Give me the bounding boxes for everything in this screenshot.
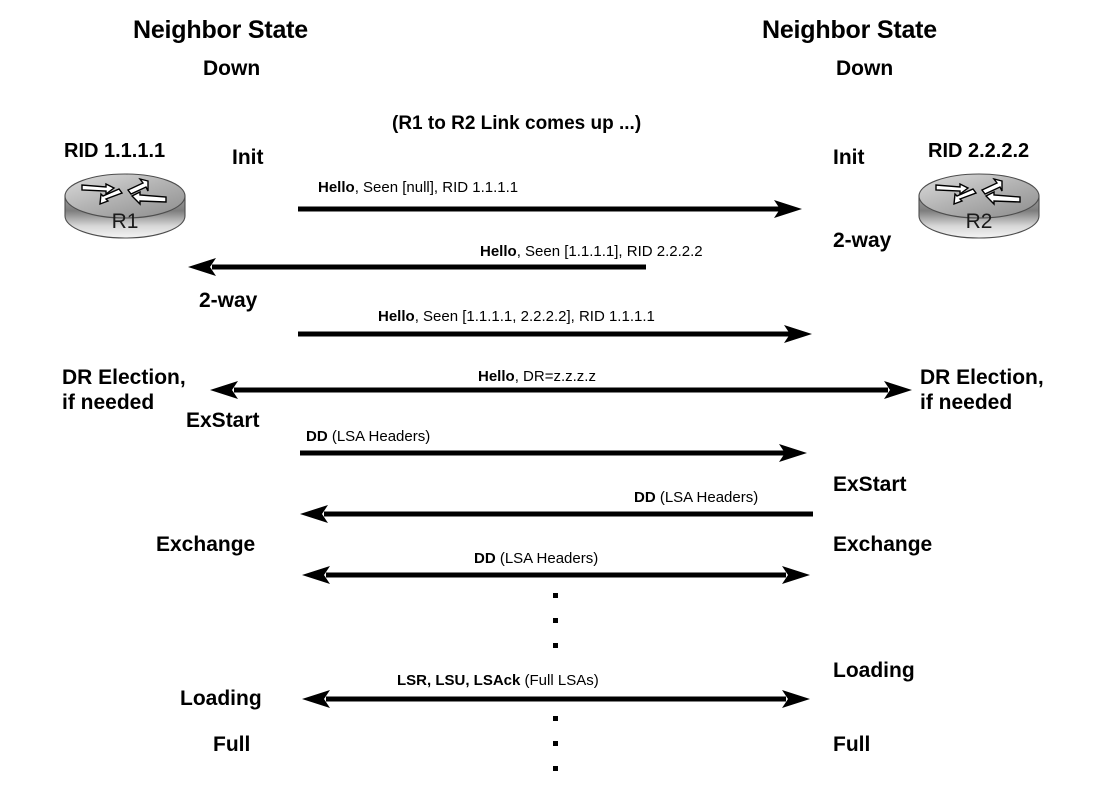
message-proto-lsr-lsu-lsack: LSR, LSU, LSAck bbox=[397, 672, 521, 689]
right-state-dr-election-line2: if needed bbox=[920, 391, 1013, 414]
link-up-note: (R1 to R2 Link comes up ...) bbox=[392, 113, 642, 134]
router-icon: R2 bbox=[916, 168, 1042, 244]
message-proto-hello-3: Hello bbox=[378, 308, 415, 325]
left-state-2way: 2-way bbox=[199, 289, 258, 312]
right-state-exstart: ExStart bbox=[833, 473, 907, 496]
arrow-hello-1 bbox=[298, 200, 804, 218]
left-column-title: Neighbor State bbox=[133, 16, 308, 44]
message-label-hello-2: Hello, Seen [1.1.1.1], RID 2.2.2.2 bbox=[480, 243, 703, 260]
message-detail-dd-3: (LSA Headers) bbox=[495, 550, 599, 567]
message-proto-hello-1: Hello bbox=[318, 179, 355, 196]
left-state-down: Down bbox=[203, 57, 261, 80]
message-proto-hello-2: Hello bbox=[480, 243, 517, 260]
message-label-lsr-lsu-lsack: LSR, LSU, LSAck (Full LSAs) bbox=[397, 672, 599, 689]
left-state-full: Full bbox=[213, 733, 251, 756]
message-detail-dd-1: (LSA Headers) bbox=[327, 428, 431, 445]
message-label-hello-dr: Hello, DR=z.z.z.z bbox=[478, 368, 596, 385]
right-state-2way: 2-way bbox=[833, 229, 892, 252]
arrow-hello-3 bbox=[298, 325, 814, 343]
message-detail-hello-3: , Seen [1.1.1.1, 2.2.2.2], RID 1.1.1.1 bbox=[414, 308, 655, 325]
message-label-dd-3: DD (LSA Headers) bbox=[474, 550, 598, 567]
left-state-exstart: ExStart bbox=[186, 409, 260, 432]
arrow-dd-1 bbox=[300, 444, 809, 462]
router-icon: R1 bbox=[62, 168, 188, 244]
left-state-loading: Loading bbox=[180, 687, 262, 710]
left-state-dr-election-line1: DR Election, bbox=[62, 366, 186, 389]
arrow-dd-3 bbox=[302, 566, 810, 584]
message-proto-dd-3: DD bbox=[474, 550, 496, 567]
message-detail-hello-2: , Seen [1.1.1.1], RID 2.2.2.2 bbox=[516, 243, 703, 260]
right-state-loading: Loading bbox=[833, 659, 915, 682]
left-state-dr-election-line2: if needed bbox=[62, 391, 155, 414]
message-detail-dd-2: (LSA Headers) bbox=[655, 489, 759, 506]
left-state-exchange: Exchange bbox=[156, 533, 256, 556]
right-state-down: Down bbox=[836, 57, 894, 80]
message-detail-hello-dr: , DR=z.z.z.z bbox=[514, 368, 596, 385]
ellipsis-exchange bbox=[553, 593, 558, 668]
right-state-full: Full bbox=[833, 733, 871, 756]
message-label-hello-3: Hello, Seen [1.1.1.1, 2.2.2.2], RID 1.1.… bbox=[378, 308, 655, 325]
message-detail-lsr-lsu-lsack: (Full LSAs) bbox=[520, 672, 599, 689]
right-state-dr-election-line1: DR Election, bbox=[920, 366, 1044, 389]
message-label-dd-1: DD (LSA Headers) bbox=[306, 428, 430, 445]
message-label-dd-2: DD (LSA Headers) bbox=[634, 489, 758, 506]
left-router-rid: RID 1.1.1.1 bbox=[64, 140, 166, 162]
message-detail-hello-1: , Seen [null], RID 1.1.1.1 bbox=[354, 179, 519, 196]
arrow-dd-2 bbox=[300, 505, 813, 523]
right-state-init: Init bbox=[833, 146, 865, 169]
arrow-lsr-lsu-lsack bbox=[302, 690, 810, 708]
right-router-rid: RID 2.2.2.2 bbox=[928, 140, 1030, 162]
message-proto-dd-2: DD bbox=[634, 489, 656, 506]
arrow-hello-dr bbox=[210, 381, 912, 399]
right-column-title: Neighbor State bbox=[762, 16, 937, 44]
arrow-hello-2 bbox=[188, 258, 646, 276]
message-proto-dd-1: DD bbox=[306, 428, 328, 445]
message-proto-hello-dr: Hello bbox=[478, 368, 515, 385]
ellipsis-loading bbox=[553, 716, 558, 791]
left-state-init: Init bbox=[232, 146, 264, 169]
right-state-exchange: Exchange bbox=[833, 533, 933, 556]
message-label-hello-1: Hello, Seen [null], RID 1.1.1.1 bbox=[318, 179, 518, 196]
